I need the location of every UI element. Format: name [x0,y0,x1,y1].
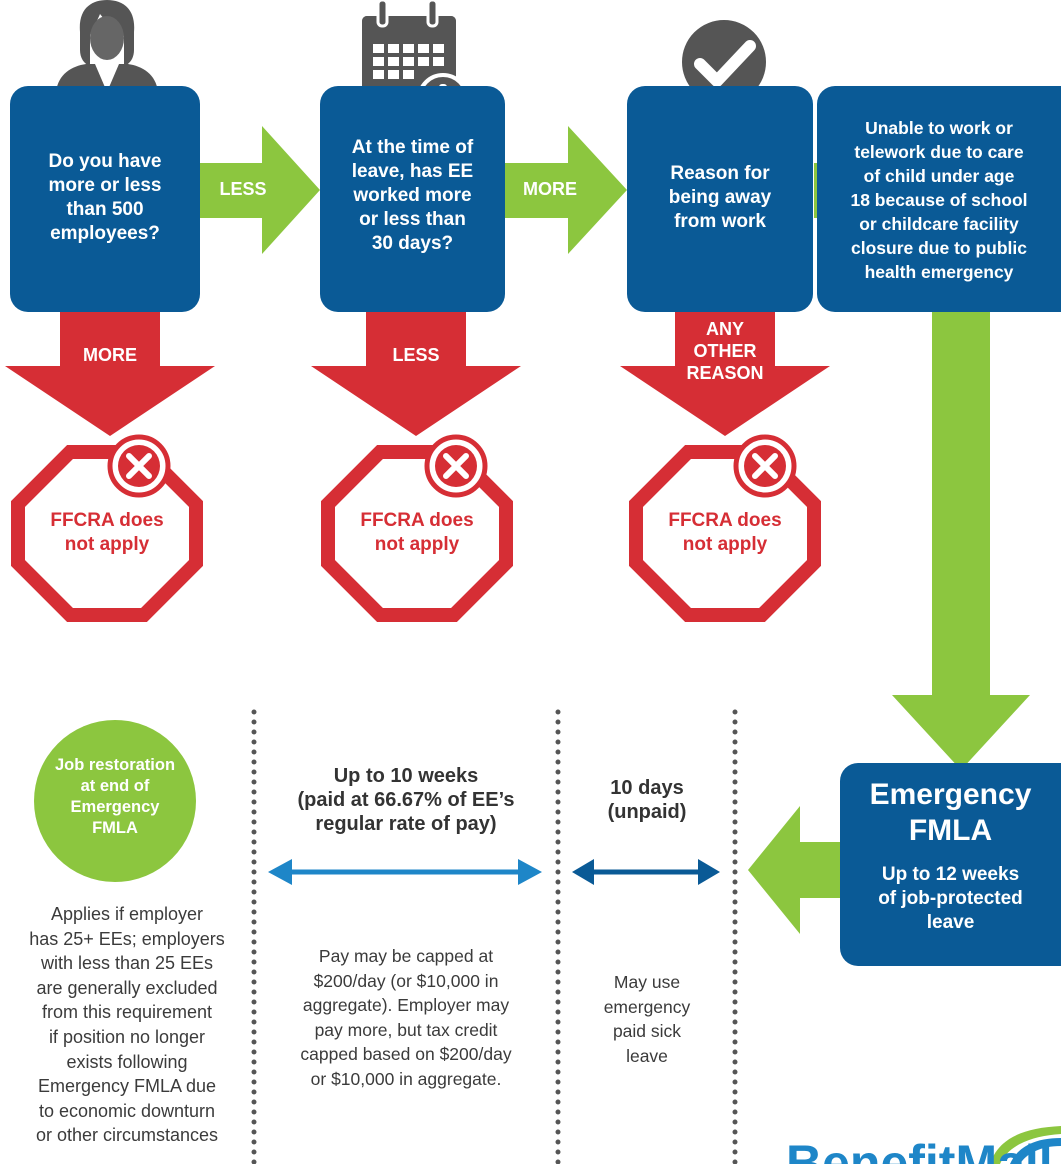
arrow-more-label: MORE [523,179,577,199]
job-restoration-body: Applies if employer has 25+ EEs; employe… [29,904,225,1146]
step1-box: Do you have more or less than 500 employ… [10,86,200,312]
arrow-down-to-emergency [892,310,1030,770]
paid-period-heading: Up to 10 weeks (paid at 66.67% of EE’s r… [297,765,515,835]
step1-question: Do you have more or less than 500 employ… [48,151,162,244]
down-other-label: ANY OTHER REASON [686,319,764,383]
step3-question: Reason for being away from work [668,163,772,232]
unpaid-period-arrow [572,859,720,885]
step3-box: Reason for being away from work [627,86,813,312]
arrow-down-less [311,312,521,436]
person-icon [52,0,162,92]
step2-question: At the time of leave, has EE worked more… [351,137,474,254]
paid-period-arrow [268,859,542,885]
arrow-less-label: LESS [219,179,267,199]
step4-box: Unable to work or telework due to care o… [817,86,1061,312]
arrow-left-from-emergency [748,806,840,934]
unpaid-period-heading: 10 days (unpaid) [607,777,687,823]
stop-text-1: FFCRA does not apply [50,510,164,555]
x-icon [107,434,171,498]
stop-text-2: FFCRA does not apply [360,510,474,555]
step2-box: At the time of leave, has EE worked more… [320,86,505,312]
arrow-more-right [505,126,627,254]
arrow-less-right [200,126,320,254]
emergency-title: Emergency FMLA [869,778,1032,847]
x-icon [733,434,797,498]
x-icon [424,434,488,498]
unpaid-period-body: May use emergency paid sick leave [603,972,691,1066]
step4-reason: Unable to work or telework due to care o… [850,118,1028,282]
emergency-fmla-box: Emergency FMLA Up to 12 weeks of job-pro… [840,763,1061,966]
job-restoration-circle-text: Job restoration at end of Emergency FMLA [54,756,176,837]
benefitmall-logo [990,1126,1061,1164]
down-more-label: MORE [83,345,137,365]
emergency-subtitle: Up to 12 weeks of job-protected leave [878,864,1023,933]
benefitmall-logo-text: BenefitMall [786,1135,1053,1164]
job-restoration-circle [34,720,196,882]
stop-text-3: FFCRA does not apply [668,510,782,555]
paid-period-body: Pay may be capped at $200/day (or $10,00… [300,946,512,1089]
arrow-down-other [620,312,830,436]
checkmark-icon [678,16,770,108]
arrow-down-more [5,312,215,436]
down-less-label: LESS [392,345,440,365]
